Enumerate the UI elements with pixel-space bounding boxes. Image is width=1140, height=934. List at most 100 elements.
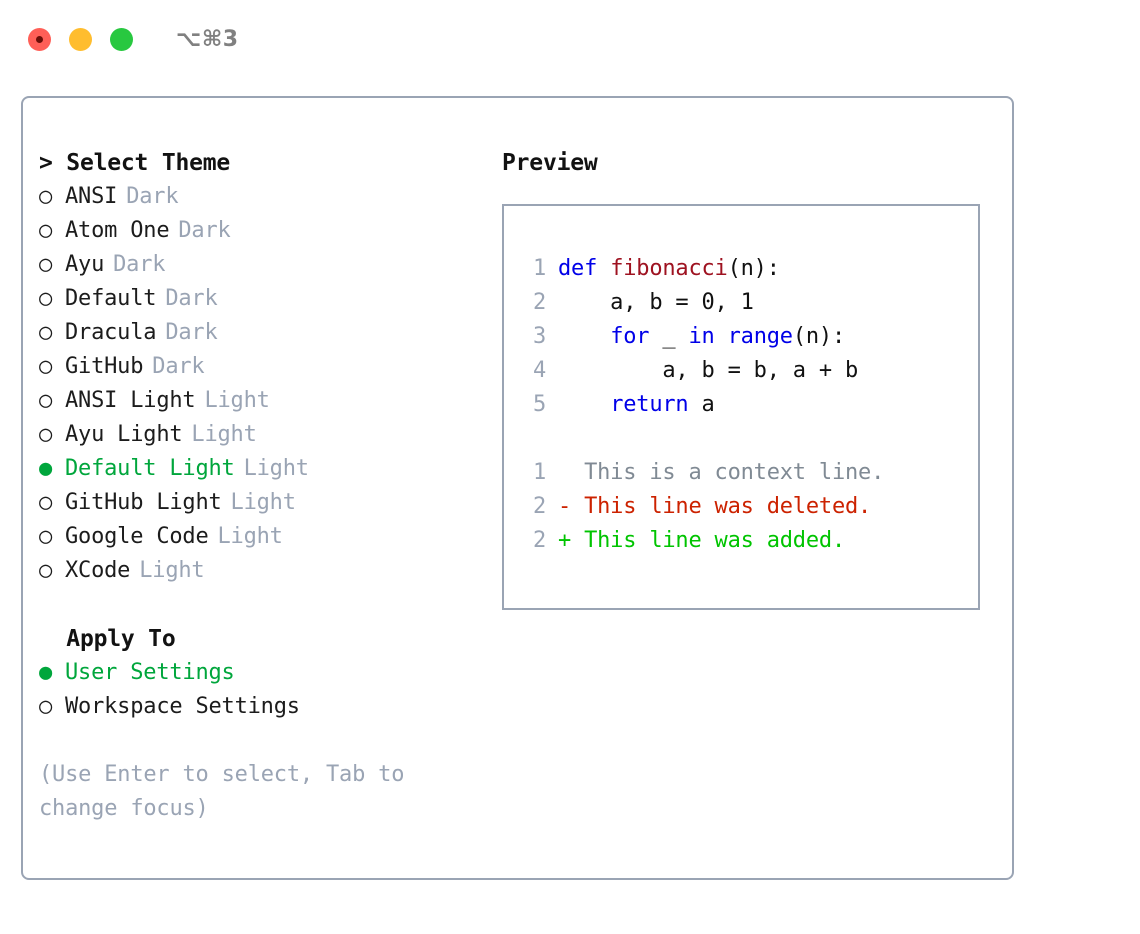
theme-option-variant: Dark [113,252,166,277]
theme-option-label: GitHub Light [65,490,222,515]
code-line: 3 for _ in range(n): [524,320,884,354]
line-number: 2 [532,290,546,315]
code-token-txt: a, b = 0, 1 [558,290,754,315]
radio-unselected-icon: ○ [39,490,53,515]
line-number: 3 [532,324,546,349]
theme-option-variant: Dark [152,354,205,379]
code-token-txt: a [688,392,715,417]
maximize-window-button[interactable] [110,27,133,51]
code-token-kw: def [558,256,611,281]
apply-to-option-workspace-settings[interactable]: ○ Workspace Settings [39,690,469,724]
code-line: 2 a, b = 0, 1 [524,286,884,320]
radio-unselected-icon: ○ [39,422,53,447]
line-number: 1 [532,256,546,281]
diff-line-add: 2 + This line was added. [524,524,884,558]
preview-heading: Preview [502,150,598,176]
line-number: 1 [532,460,546,485]
line-number: 2 [532,528,546,553]
radio-selected-icon: ● [39,660,53,685]
theme-option-variant: Light [217,524,283,549]
theme-option-variant: Light [191,422,257,447]
theme-option-atom-one[interactable]: ○ Atom One Dark [39,214,469,248]
code-token-kw: range [727,324,793,349]
apply-to-option-label: Workspace Settings [65,694,300,719]
radio-unselected-icon: ○ [39,252,53,277]
theme-option-github[interactable]: ○ GitHub Dark [39,350,469,384]
theme-option-xcode[interactable]: ○ XCode Light [39,554,469,588]
theme-option-label: XCode [65,558,131,583]
theme-option-label: Atom One [65,218,170,243]
theme-option-ayu[interactable]: ○ Ayu Dark [39,248,469,282]
code-token-txt [558,324,610,349]
window-controls [28,27,133,51]
diff-text: This is a context line. [558,460,885,485]
radio-unselected-icon: ○ [39,184,53,209]
theme-option-variant: Light [139,558,205,583]
theme-option-ansi[interactable]: ○ ANSI Dark [39,180,469,214]
code-token-kw: return [610,392,689,417]
radio-unselected-icon: ○ [39,388,53,413]
theme-option-label: Ayu [65,252,105,277]
code-line: 5 return a [524,388,884,422]
theme-option-variant: Light [243,456,309,481]
theme-option-ansi-light[interactable]: ○ ANSI Light Light [39,384,469,418]
radio-unselected-icon: ○ [39,694,53,719]
theme-option-default-light[interactable]: ● Default Light Light [39,452,469,486]
title-bar: ⌥⌘3 [0,0,1140,78]
theme-option-label: GitHub [65,354,144,379]
minimize-window-button[interactable] [69,27,92,51]
code-token-fn: fibonacci [610,256,728,281]
code-token-txt: (n): [727,256,780,281]
radio-unselected-icon: ○ [39,354,53,379]
theme-option-ayu-light[interactable]: ○ Ayu Light Light [39,418,469,452]
code-line: 1 def fibonacci(n): [524,252,884,286]
code-token-txt: (n): [792,324,846,349]
radio-selected-icon: ● [39,456,53,481]
diff-line-ctx: 1 This is a context line. [524,456,884,490]
radio-unselected-icon: ○ [39,558,53,583]
theme-option-variant: Dark [126,184,179,209]
diff-text: + This line was added. [558,528,845,553]
theme-option-variant: Light [204,388,270,413]
line-number: 2 [532,494,546,519]
section-spacer [39,588,469,622]
apply-to-heading: Apply To [39,626,176,652]
code-token-txt [715,324,728,349]
theme-option-label: Google Code [65,524,209,549]
close-window-button[interactable] [28,27,51,51]
code-token-txt: _ [649,324,689,349]
theme-option-label: Default [65,286,157,311]
keyboard-hint-text: (Use Enter to select, Tab to change focu… [39,762,405,821]
radio-unselected-icon: ○ [39,286,53,311]
radio-unselected-icon: ○ [39,218,53,243]
code-token-txt [558,392,610,417]
apply-to-list[interactable]: ● User Settings ○ Workspace Settings [39,656,469,724]
theme-option-variant: Dark [165,320,218,345]
theme-option-label: Dracula [65,320,157,345]
apply-to-option-label: User Settings [65,660,235,685]
theme-option-label: ANSI Light [65,388,196,413]
theme-option-variant: Light [230,490,296,515]
code-line: 4 a, b = b, a + b [524,354,884,388]
diff-text: - This line was deleted. [558,494,872,519]
theme-option-label: ANSI [65,184,118,209]
select-theme-heading: > Select Theme [39,150,231,176]
theme-option-github-light[interactable]: ○ GitHub Light Light [39,486,469,520]
theme-option-variant: Dark [178,218,231,243]
diff-line-del: 2 - This line was deleted. [524,490,884,524]
apply-to-option-user-settings[interactable]: ● User Settings [39,656,469,690]
theme-option-label: Default Light [65,456,235,481]
theme-option-label: Ayu Light [65,422,183,447]
code-token-kw: for [610,324,650,349]
code-blank-line [524,422,884,456]
code-token-kw: in [688,324,715,349]
